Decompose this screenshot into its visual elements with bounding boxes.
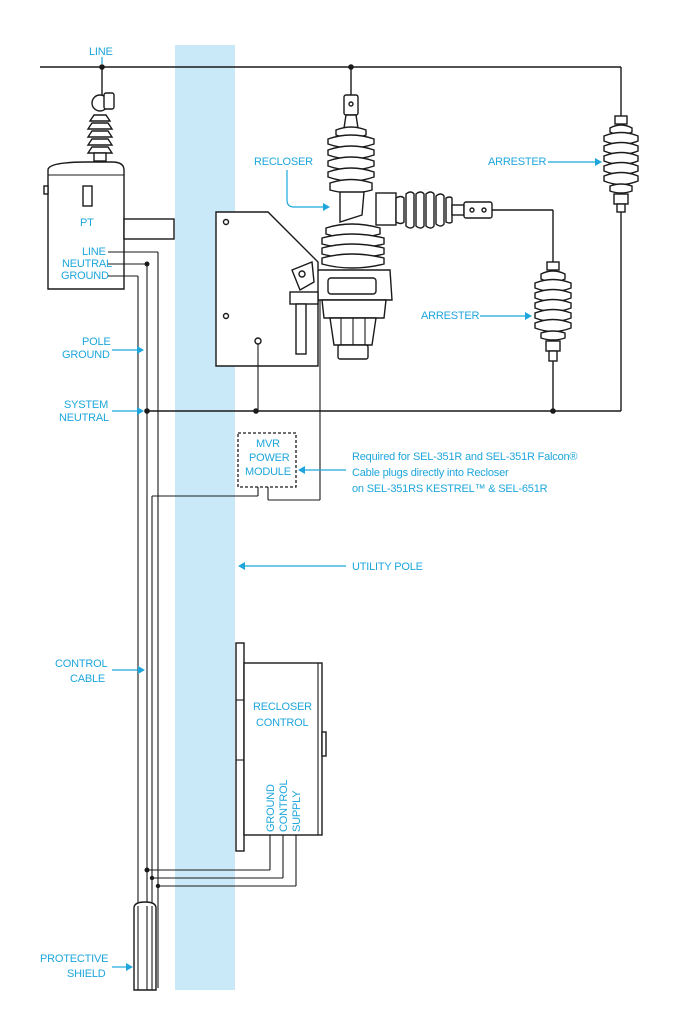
pt-neutral-label: NEUTRAL: [62, 258, 112, 270]
system-neutral-label-2: NEUTRAL: [59, 412, 109, 424]
pt-label: PT: [80, 217, 94, 229]
recloser-control-label-2: CONTROL: [256, 717, 308, 729]
terminal-control-label: CONTROL: [278, 780, 290, 832]
arrester-top: [603, 115, 639, 213]
protective-shield-label-1: PROTECTIVE: [40, 953, 108, 965]
recloser-label: RECLOSER: [254, 156, 313, 168]
arrester-mid-arrow: [480, 312, 532, 320]
utility-pole-arrow: [238, 562, 346, 570]
recloser-control: [235, 642, 327, 852]
pole-ground-label-2: GROUND: [62, 349, 110, 361]
system-neutral-label-1: SYSTEM: [64, 399, 108, 411]
mvr-label-1: MVR: [256, 438, 280, 450]
protective-shield-label-2: SHIELD: [67, 968, 106, 980]
pt-transformer: [43, 67, 175, 290]
control-cable-label-1: CONTROL: [55, 658, 107, 670]
pole-ground-label-1: POLE: [82, 336, 111, 348]
protective-shield-arrow: [112, 963, 133, 971]
pt-ground-label: GROUND: [61, 270, 109, 282]
mvr-label-3: MODULE: [245, 466, 291, 478]
line-label: LINE: [89, 46, 113, 58]
pole-ground-arrow: [112, 346, 144, 354]
arrester-top-arrow: [548, 158, 602, 166]
recloser: [315, 67, 493, 360]
terminal-ground-label: GROUND: [265, 784, 277, 832]
mvr-note-line-1: Required for SEL-351R and SEL-351R Falco…: [352, 451, 577, 463]
recloser-arrow: [286, 170, 330, 211]
terminal-supply-label: SUPPLY: [291, 790, 303, 832]
protective-shield: [133, 901, 157, 991]
recloser-control-label-1: RECLOSER: [253, 701, 312, 713]
pt-line-label: LINE: [82, 246, 106, 258]
control-cable-label-2: CABLE: [70, 673, 105, 685]
utility-pole-label: UTILITY POLE: [352, 561, 423, 573]
pt-secondary-wires: [108, 251, 159, 988]
mvr-note-line-3: on SEL-351RS KESTREL™ & SEL-651R: [352, 483, 548, 495]
mounting-bracket: [215, 211, 319, 367]
mvr-arrow: [298, 466, 346, 474]
system-neutral: [112, 212, 622, 415]
arrester-side: [492, 209, 572, 411]
mvr-note-line-2: Cable plugs directly into Recloser: [352, 467, 509, 479]
control-cable-arrow: [112, 666, 145, 674]
mvr-power-module: [151, 300, 321, 988]
arrester-mid-label: ARRESTER: [421, 310, 480, 322]
mvr-label-2: POWER: [249, 452, 290, 464]
line-conductor: [40, 57, 622, 118]
control-terminal-wires: [147, 835, 297, 889]
arrester-top-label: ARRESTER: [488, 156, 547, 168]
utility-pole: [175, 45, 235, 990]
